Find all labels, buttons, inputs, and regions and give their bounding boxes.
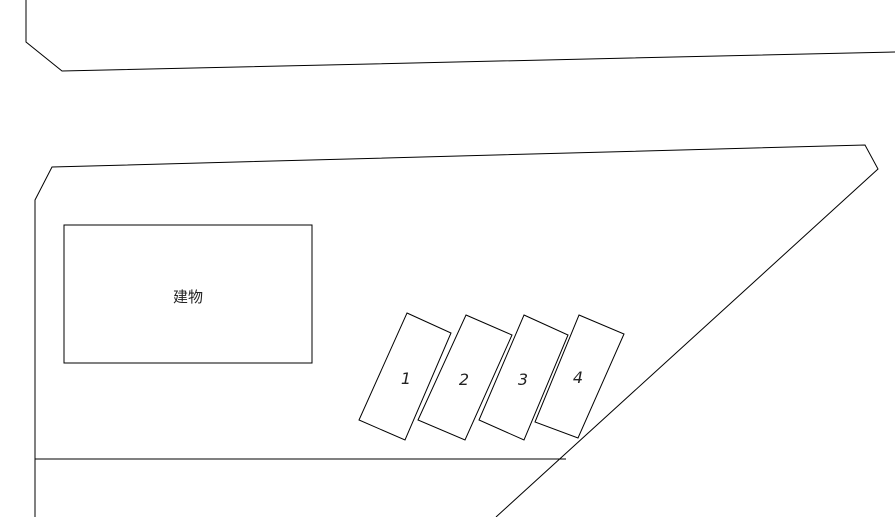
- parking-space-2-outline: [417, 314, 513, 441]
- parking-space-4-label: 4: [573, 368, 583, 387]
- parking-space-1-label: 1: [401, 369, 411, 388]
- parking-space: 4: [534, 314, 625, 439]
- parking-space-3-outline: [478, 314, 569, 441]
- building-label: 建物: [173, 288, 203, 306]
- parking-space: 2: [417, 314, 513, 441]
- parking-space: 3: [478, 314, 569, 441]
- site-boundary: [34, 144, 879, 517]
- parking-space-4-outline: [534, 314, 625, 439]
- building-outline: [63, 224, 313, 364]
- parking-space: 1: [358, 312, 452, 441]
- building: 建物: [63, 224, 313, 364]
- upper-lot-boundary: [25, 0, 895, 72]
- parking-space-1-outline: [358, 312, 452, 441]
- parking-space-2-label: 2: [459, 370, 469, 389]
- parking-space-3-label: 3: [518, 370, 528, 389]
